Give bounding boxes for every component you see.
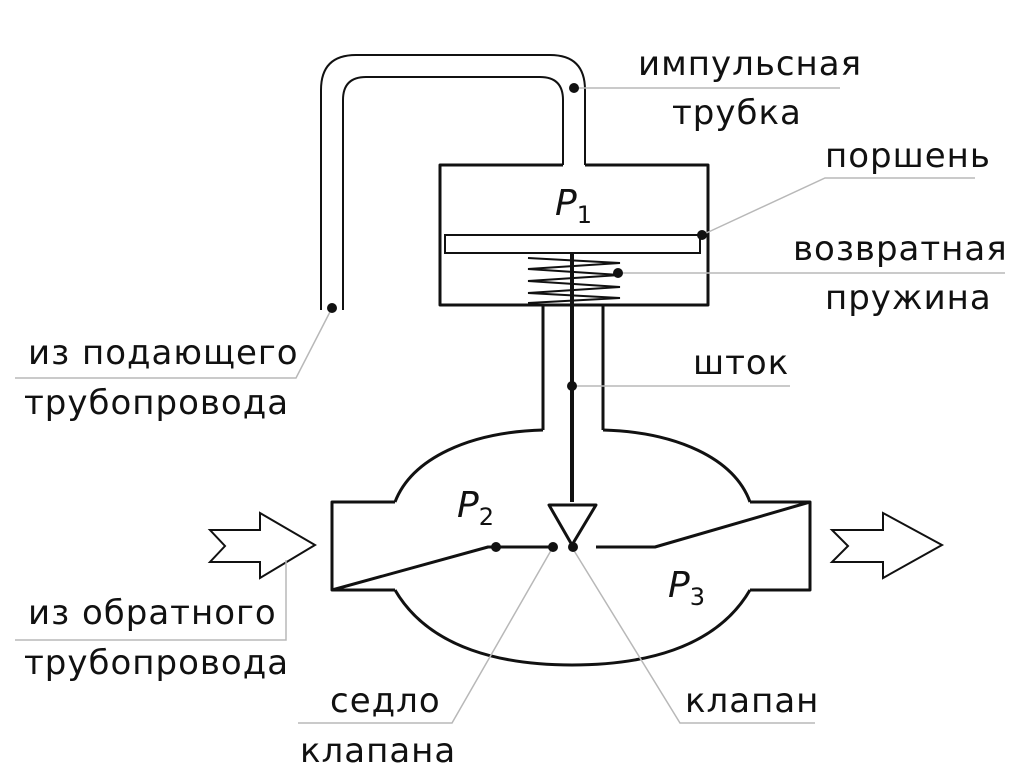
label-stem: шток [693, 343, 789, 383]
marker-dots [327, 83, 707, 552]
label-return-spring-1: возвратная [793, 229, 1008, 269]
piston [444, 234, 701, 254]
label-supply-2: трубопровода [24, 383, 289, 423]
label-return-1: из обратного [28, 593, 277, 633]
leader-lines [15, 87, 1005, 724]
pressure-p1: P1 [555, 183, 592, 229]
pressure-p2: P2 [457, 485, 494, 531]
label-seat-2: клапана [300, 731, 456, 771]
valve-plug [547, 503, 598, 547]
outlet-arrow [829, 511, 945, 580]
inlet-arrow [207, 511, 317, 580]
label-return-2: трубопровода [24, 643, 289, 683]
return-spring [527, 257, 621, 304]
label-return-spring-2: пружина [825, 278, 992, 318]
impulse-tube [320, 54, 586, 310]
label-piston: поршень [825, 136, 991, 176]
stem-guide [541, 305, 605, 430]
label-impulse-tube-1: импульсная [638, 44, 862, 84]
pressure-p3: P3 [668, 565, 705, 611]
label-valve: клапан [685, 681, 819, 721]
label-seat-1: седло [330, 681, 441, 721]
label-impulse-tube-2: трубка [672, 93, 802, 133]
label-supply-1: из подающего [28, 333, 299, 373]
valve-body [330, 428, 812, 667]
valve-seat-partition [331, 500, 811, 592]
